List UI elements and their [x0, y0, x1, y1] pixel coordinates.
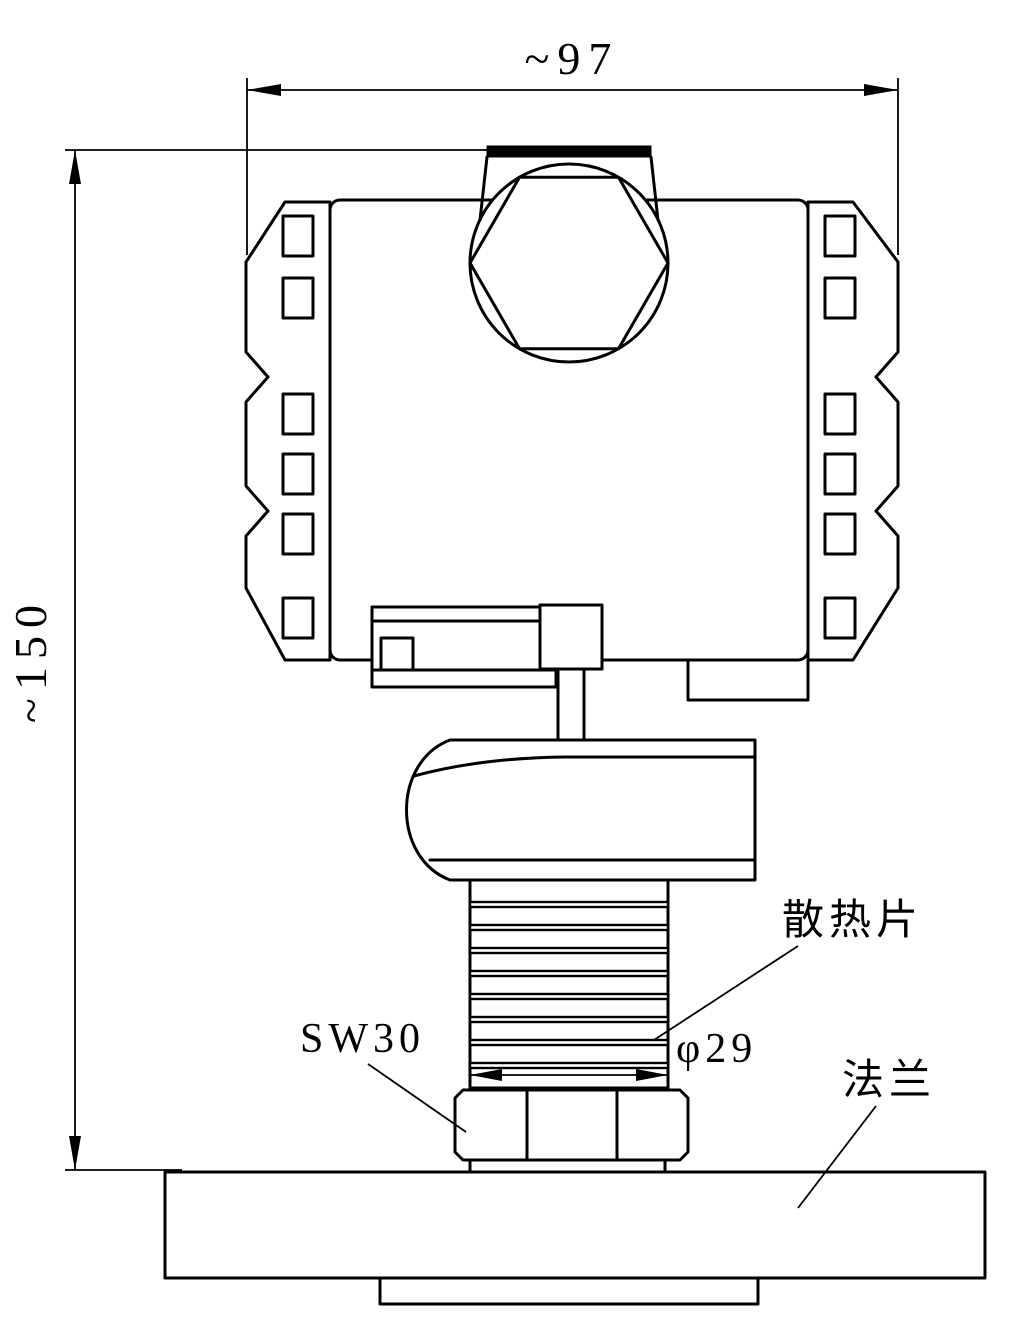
cap-side-left — [478, 155, 489, 222]
dimension-fin-diameter: φ29 — [470, 1026, 757, 1081]
heat-sink — [468, 878, 670, 1090]
arrowhead-fin-left — [470, 1069, 502, 1081]
right-cap-rib — [823, 596, 857, 640]
housing-bottom-step — [686, 658, 810, 702]
right-cap-rib — [823, 452, 857, 496]
dimension-overall-width: ~97 — [246, 33, 899, 255]
leader-flange — [797, 1105, 877, 1209]
flange-label: 法兰 — [842, 1058, 936, 1104]
heat-sink-fin — [468, 1038, 670, 1047]
flange-boss — [378, 1276, 760, 1306]
left-cap-rib — [281, 276, 315, 320]
wrench-size-label: SW30 — [300, 1016, 425, 1062]
leader-wrench-size — [367, 1063, 467, 1133]
width-dimension-text: ~97 — [525, 33, 620, 84]
left-cap-rib — [281, 512, 315, 556]
heat-sink-fin — [468, 1061, 670, 1070]
dimension-overall-height: ~150 — [5, 149, 488, 1171]
mounting-flange — [163, 1170, 987, 1306]
connector-right-block — [538, 603, 604, 671]
right-cap-rib — [823, 276, 857, 320]
heat-sink-fin — [468, 923, 670, 932]
height-dimension-text: ~150 — [5, 597, 56, 723]
heat-sink-fin — [468, 946, 670, 955]
neck-connector — [370, 603, 604, 742]
heat-sink-fin — [468, 969, 670, 978]
left-cap-rib — [281, 596, 315, 640]
hex-body-outline — [405, 738, 757, 882]
heat-sink-fin — [468, 900, 670, 909]
callout-wrench-size: SW30 — [300, 1016, 467, 1133]
top-hex-cap — [468, 145, 670, 364]
arrowhead-bottom — [69, 1136, 81, 1170]
nut-outline — [453, 1088, 690, 1162]
process-connection-body — [405, 738, 757, 882]
left-end-cap — [244, 200, 332, 662]
right-cap-rib — [823, 512, 857, 556]
arrowhead-top — [69, 150, 81, 184]
left-cap-rib — [281, 452, 315, 496]
left-cap-rib — [281, 214, 315, 258]
right-cap-rib — [823, 392, 857, 436]
heat-sink-fin — [468, 992, 670, 1001]
hex-nut — [453, 1088, 690, 1174]
right-end-cap — [806, 200, 900, 662]
cap-top-face — [486, 145, 652, 158]
cap-side-right — [649, 155, 660, 222]
heat-sink-label: 散热片 — [782, 898, 923, 944]
connector-vent-detail — [379, 636, 415, 672]
callout-flange: 法兰 — [797, 1058, 936, 1209]
flange-plate — [163, 1170, 987, 1280]
heat-sink-fin — [468, 1015, 670, 1024]
fin-stack-body — [468, 878, 670, 1090]
cap-hexagon — [468, 175, 670, 351]
arrowhead-left — [247, 84, 281, 96]
hex-body-top-facet — [412, 755, 757, 778]
arrowhead-fin-right — [636, 1069, 668, 1081]
fin-diameter-text: φ29 — [676, 1026, 757, 1072]
arrowhead-right — [864, 84, 898, 96]
right-cap-rib — [823, 214, 857, 258]
left-cap-rib — [281, 392, 315, 436]
cap-rim-circle — [468, 162, 670, 364]
leader-heat-sink — [653, 945, 799, 1041]
callout-heat-sink: 散热片 — [653, 898, 923, 1041]
